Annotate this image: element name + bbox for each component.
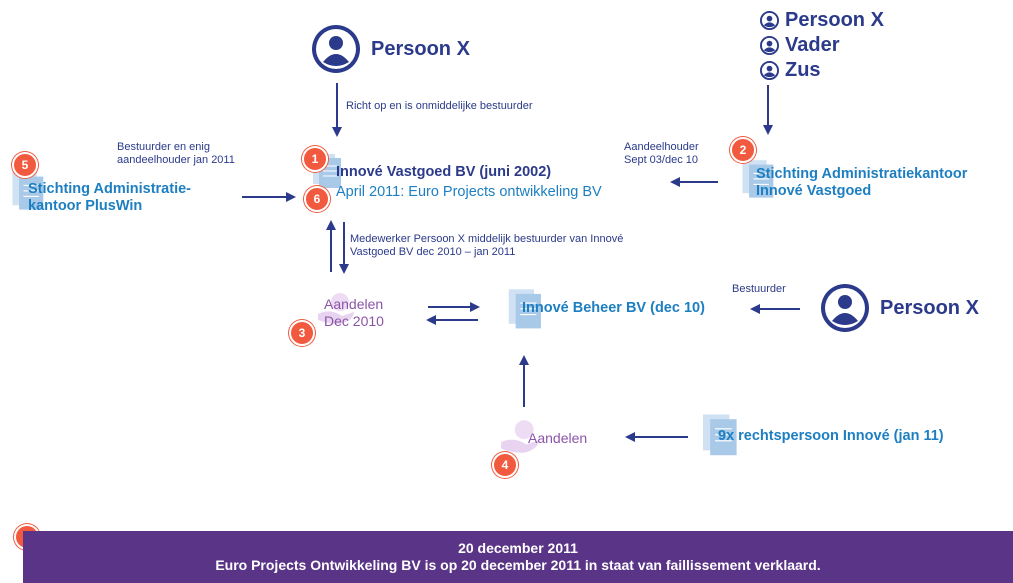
- person-right-name: Persoon X: [880, 297, 979, 319]
- document-icon: [508, 289, 541, 329]
- person-small-icon: [760, 11, 779, 30]
- person-list-label: Zus: [785, 59, 821, 81]
- badge-5: 5: [12, 152, 38, 178]
- label-richt-op: Richt op en is onmiddelijke bestuurder: [346, 100, 533, 112]
- entity-rechtspersoon: 9x rechtspersoon Innové (jan 11): [718, 428, 944, 444]
- badge-4: 4: [492, 452, 518, 478]
- shares-hand-icon: [318, 293, 354, 324]
- label-medewerker-line: Vastgoed BV dec 2010 – jan 2011: [350, 246, 516, 258]
- shares-label-line: Dec 2010: [324, 313, 384, 329]
- label-aandeelhouder: Aandeelhouder Sept 03/dec 10: [624, 141, 699, 167]
- document-icon: [12, 172, 44, 210]
- entity-stichting-pluswin-line: kantoor PlusWin: [28, 198, 143, 214]
- entity-innove-beheer: Innové Beheer BV (dec 10): [522, 300, 705, 316]
- label-bestuurder: Bestuurder: [732, 283, 786, 295]
- person-list-label: Vader: [785, 34, 840, 56]
- person-list-item: Persoon X: [760, 8, 884, 33]
- label-bestuurder-enig-line: aandeelhouder jan 2011: [117, 154, 235, 166]
- person-list-item: Zus: [760, 58, 884, 83]
- shares-dec-2010: Aandelen Dec 2010: [324, 296, 384, 330]
- label-aandeelhouder-line: Aandeelhouder: [624, 141, 699, 153]
- shares-hand-icon: [501, 420, 539, 453]
- person-icon: [312, 25, 360, 73]
- entity-innove-vastgoed-sub: April 2011: Euro Projects ontwikkeling B…: [336, 184, 602, 200]
- entity-stichting-innove-line: Innové Vastgoed: [756, 183, 872, 199]
- person-small-icon: [760, 61, 779, 80]
- label-bestuurder-enig-line: Bestuurder en enig: [117, 141, 210, 153]
- person-list-item: Vader: [760, 33, 884, 58]
- label-aandeelhouder-line: Sept 03/dec 10: [624, 154, 699, 166]
- shares-label-line: Aandelen: [324, 296, 384, 312]
- person-list: Persoon X Vader Zus: [760, 8, 884, 83]
- shares-bottom: Aandelen: [528, 430, 588, 446]
- person-list-label: Persoon X: [785, 9, 884, 31]
- banner-date: 20 december 2011: [458, 540, 578, 556]
- person-icon: [821, 284, 869, 332]
- badge-6: 6: [304, 186, 330, 212]
- document-icon: [742, 160, 774, 198]
- person-small-icon: [760, 36, 779, 55]
- entity-stichting-innove-line: Stichting Administratiekantoor: [756, 166, 968, 182]
- badge-1: 1: [302, 146, 328, 172]
- entity-stichting-pluswin: Stichting Administratie- kantoor PlusWin: [28, 181, 191, 215]
- bankruptcy-banner: 20 december 2011 Euro Projects Ontwikkel…: [23, 531, 1013, 583]
- label-medewerker-line: Medewerker Persoon X middelijk bestuurde…: [350, 233, 624, 245]
- badge-3: 3: [289, 320, 315, 346]
- badge-2: 2: [730, 137, 756, 163]
- label-bestuurder-enig: Bestuurder en enig aandeelhouder jan 201…: [117, 141, 235, 167]
- banner-text: Euro Projects Ontwikkeling BV is op 20 d…: [215, 557, 821, 573]
- entity-innove-vastgoed: Innové Vastgoed BV (juni 2002): [336, 164, 552, 180]
- document-icon: [703, 414, 737, 456]
- entity-stichting-pluswin-line: Stichting Administratie-: [28, 181, 191, 197]
- entity-stichting-innove: Stichting Administratiekantoor Innové Va…: [756, 166, 967, 200]
- label-medewerker: Medewerker Persoon X middelijk bestuurde…: [350, 233, 623, 259]
- person-top-name: Persoon X: [371, 38, 470, 60]
